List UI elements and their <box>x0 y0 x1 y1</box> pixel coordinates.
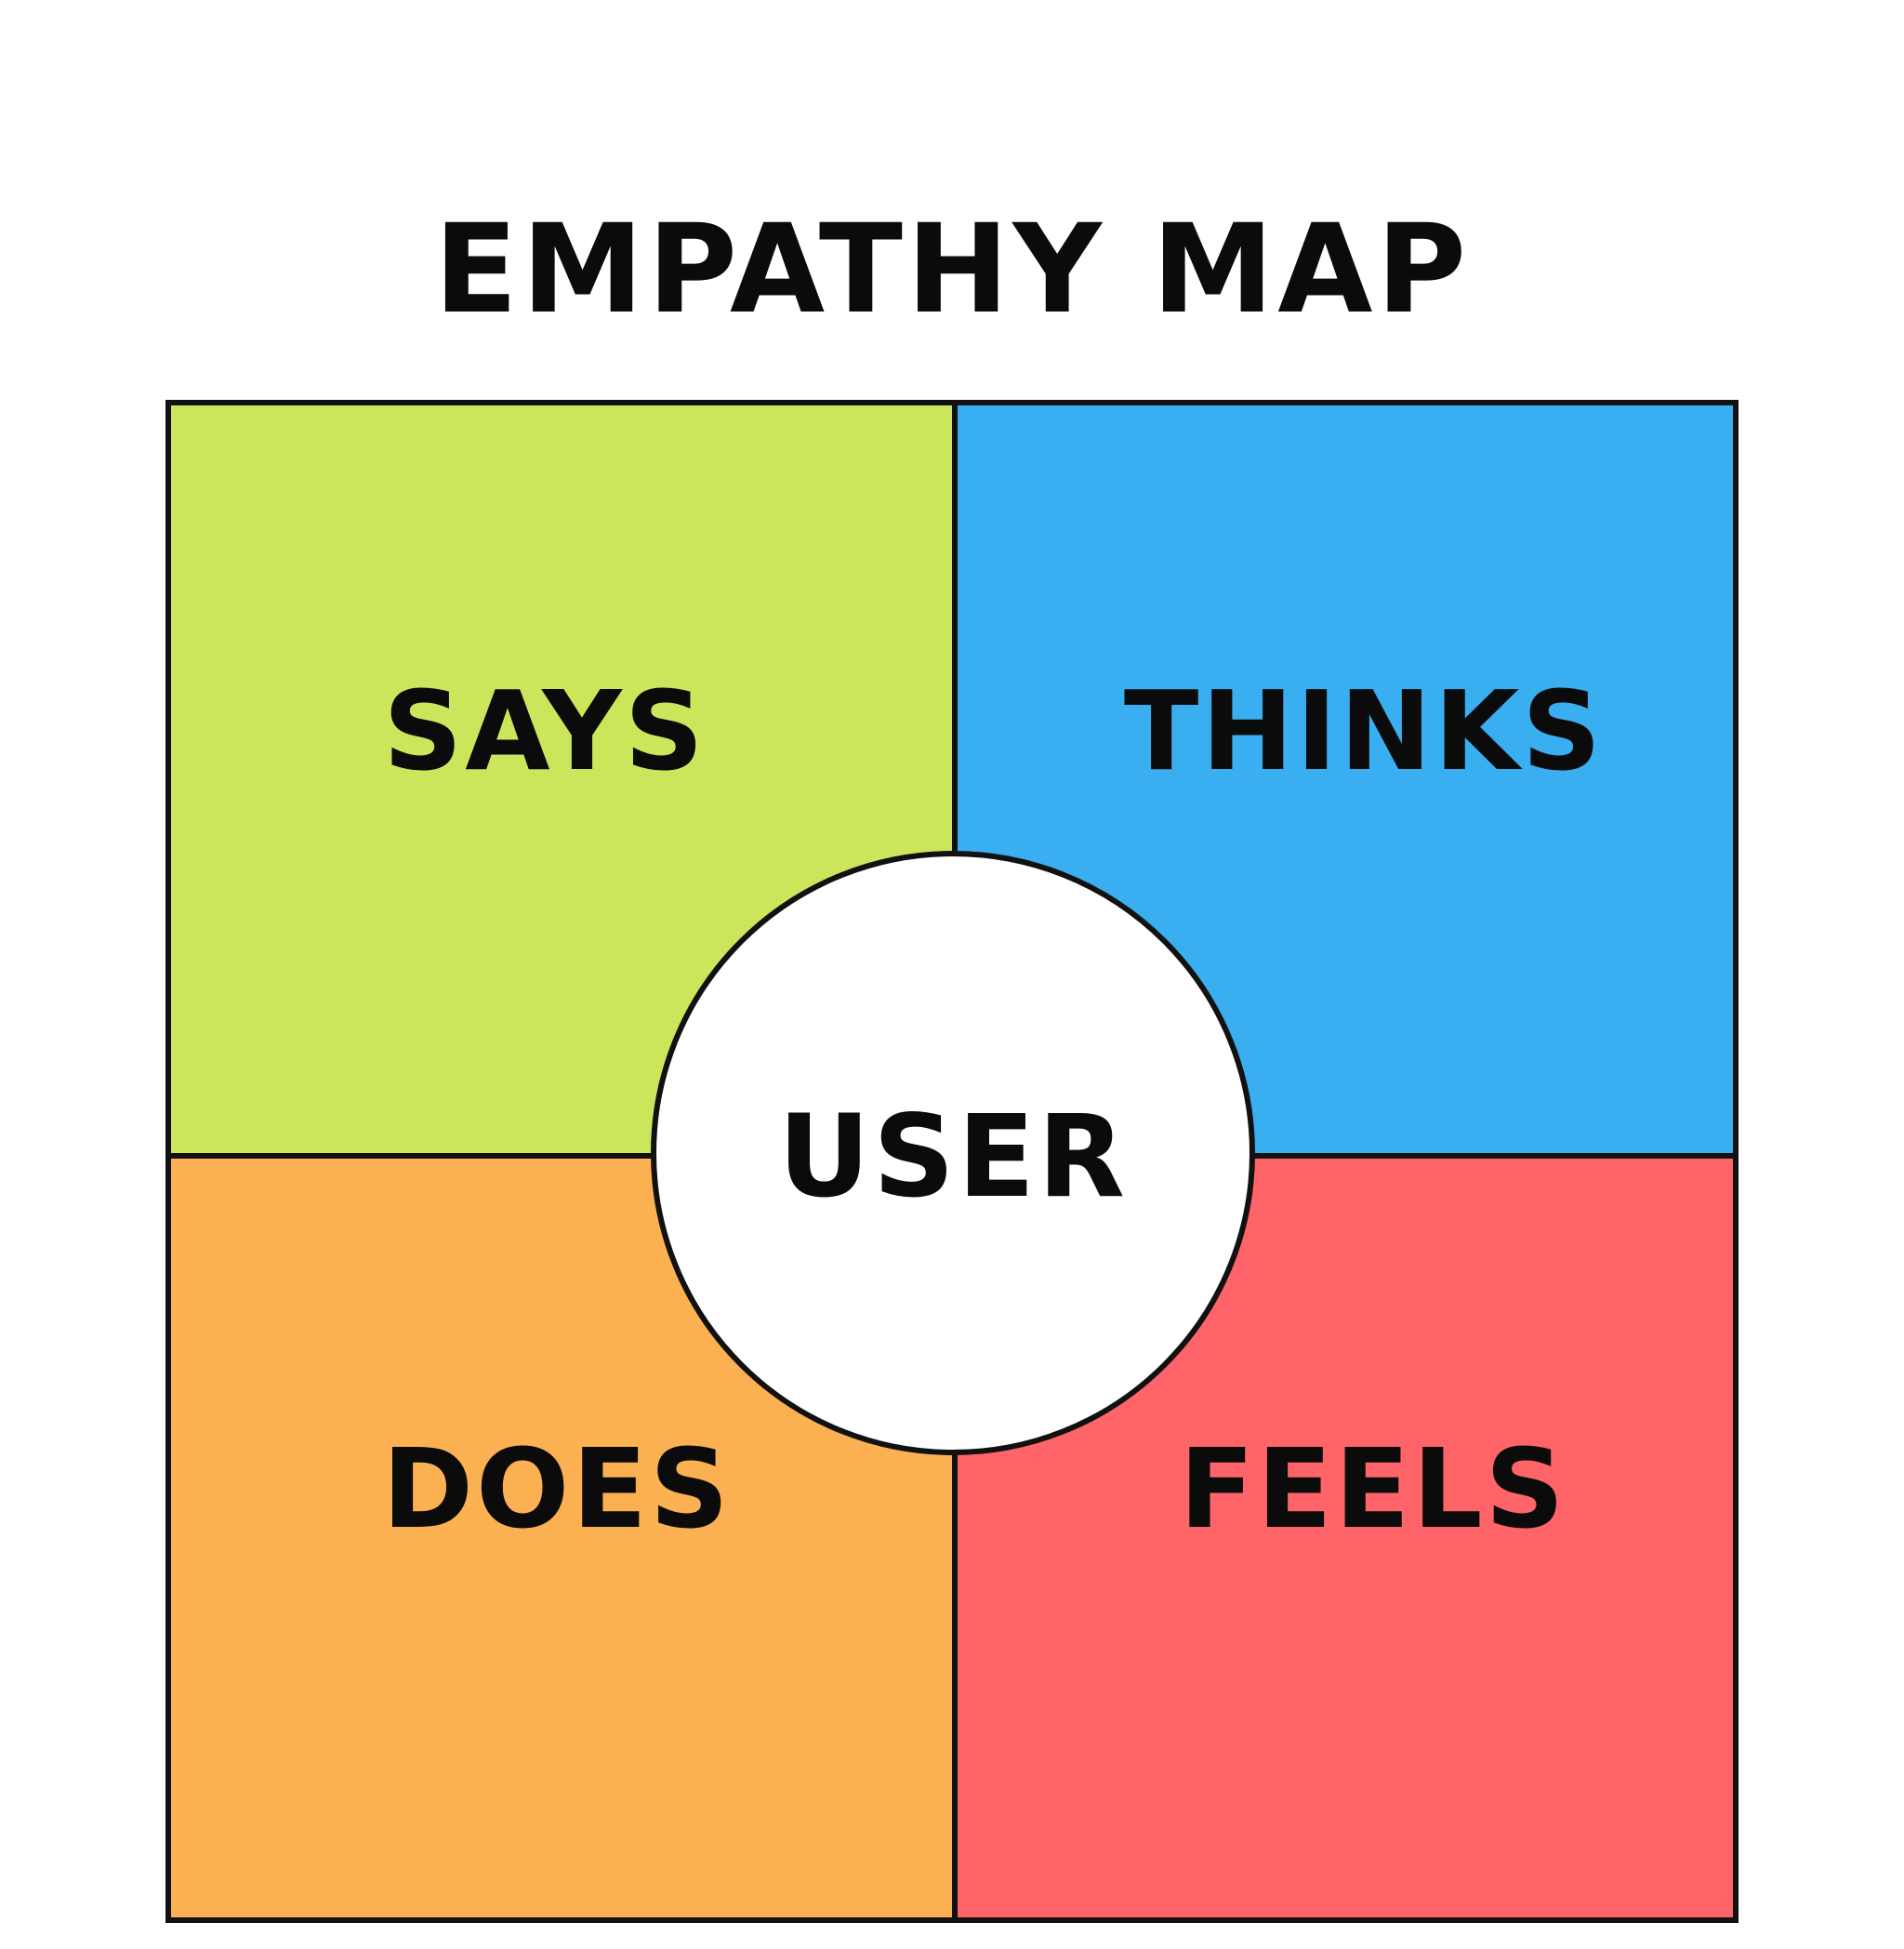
quadrant-feels-label: FEELS <box>1179 1425 1567 1553</box>
user-label: USER <box>777 1091 1129 1223</box>
quadrant-does-label: DOES <box>382 1425 732 1553</box>
user-circle: USER <box>651 851 1255 1455</box>
quadrant-thinks-label: THINKS <box>1123 667 1605 795</box>
diagram-title: EMPATHY MAP <box>433 198 1471 341</box>
quadrant-says-label: SAYS <box>383 667 707 795</box>
